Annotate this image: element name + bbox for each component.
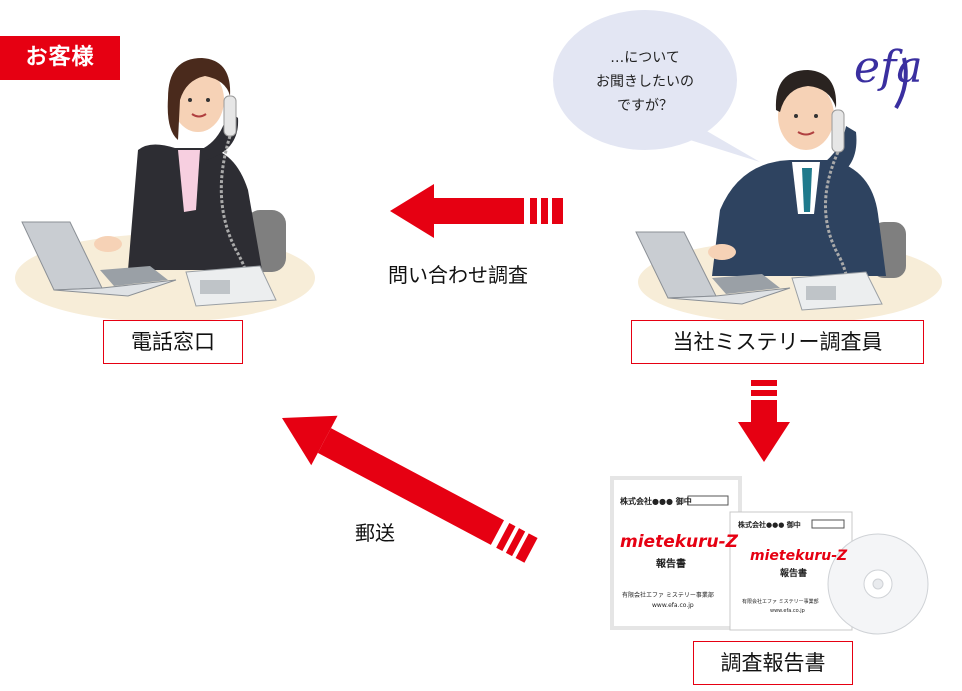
speech-bubble	[553, 10, 760, 162]
booklet-small-subtitle: 報告書	[780, 569, 808, 579]
arrow-mail	[282, 415, 538, 563]
report-booklet-large	[611, 477, 741, 629]
investigator-caption: 当社ミステリー調査員	[631, 320, 924, 364]
speech-bubble-text: …について お聞きしたいの ですが？	[570, 46, 720, 118]
booklet-header: 株式会社●●● 御中	[620, 497, 692, 506]
customer-caption: 電話窓口	[103, 320, 243, 364]
booklet-small-company: 有限会社エファ ミステリー事業部	[742, 599, 819, 605]
booklet-title: mietekuru-Z	[620, 532, 739, 552]
inquiry-label: 問い合わせ調査	[388, 263, 528, 287]
investigator-desk-phone	[791, 271, 883, 311]
investigator-tie	[802, 168, 812, 212]
investigator-hair	[775, 70, 837, 112]
customer-desk-phone	[185, 265, 277, 307]
investigator-face	[778, 82, 834, 150]
mail-label: 郵送	[355, 521, 395, 545]
investigator-illustration	[635, 70, 942, 324]
speech-line: お聞きしたいの	[596, 74, 694, 90]
speech-line: ですが？	[617, 98, 673, 114]
customer-handset	[223, 95, 237, 137]
investigator-jacket	[712, 160, 886, 276]
efa-logo: efa	[850, 34, 960, 114]
arrow-inquiry	[390, 184, 563, 238]
booklet-small-title: mietekuru-Z	[750, 548, 848, 564]
customer-illustration	[15, 58, 315, 322]
booklet-url: www.efa.co.jp	[652, 602, 694, 609]
report-caption: 調査報告書	[693, 641, 853, 685]
customer-laptop-base	[53, 279, 177, 297]
arrow-down	[738, 380, 790, 462]
booklet-company: 有限会社エファ ミステリー事業部	[622, 592, 714, 599]
customer-badge: お客様	[0, 36, 120, 80]
efa-logo-text: efa	[854, 42, 923, 93]
booklet-subtitle: 報告書	[656, 559, 686, 570]
booklet-small-url: www.efa.co.jp	[770, 608, 805, 614]
speech-line: …について	[610, 50, 680, 66]
customer-hair	[167, 58, 231, 140]
customer-blouse	[178, 150, 200, 212]
booklet-small-header: 株式会社●●● 御中	[738, 521, 801, 529]
report-illustration	[610, 476, 929, 635]
investigator-handset	[831, 109, 845, 153]
